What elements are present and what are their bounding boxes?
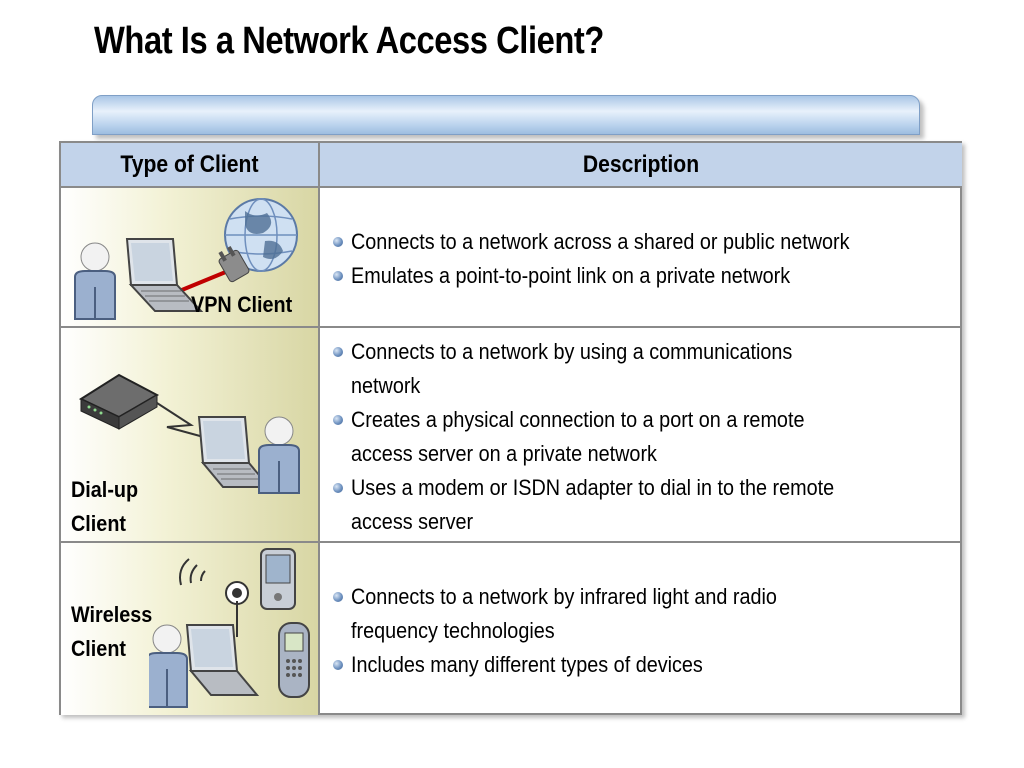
header-description: Description bbox=[320, 143, 962, 188]
mobile-phone-icon bbox=[278, 622, 310, 698]
wireless-client-illustration bbox=[149, 548, 310, 708]
desc-cell-vpn: Connects to a network across a shared or… bbox=[331, 225, 951, 293]
header-type-of-client: Type of Client bbox=[61, 143, 320, 188]
row-divider bbox=[61, 541, 962, 543]
phone-line bbox=[156, 402, 212, 440]
bullet-item: Connects to a network by using a communi… bbox=[331, 335, 951, 403]
laptop-icon bbox=[125, 238, 204, 312]
user-figure-icon bbox=[258, 416, 300, 494]
type-label-dialup-line2: Client bbox=[71, 511, 127, 536]
user-figure-icon bbox=[74, 242, 116, 320]
bullet-item: Connects to a network by infrared light … bbox=[331, 580, 951, 648]
slide-title: What Is a Network Access Client? bbox=[94, 20, 604, 62]
laptop-icon bbox=[197, 416, 272, 488]
plug-icon bbox=[218, 246, 250, 283]
client-types-table: Type of Client Description bbox=[59, 141, 962, 715]
type-label-wireless-line2: Client bbox=[71, 636, 127, 661]
bullet-item: Creates a physical connection to a port … bbox=[331, 403, 951, 471]
bullet-icon bbox=[333, 415, 343, 425]
bullet-icon bbox=[333, 592, 343, 602]
pda-icon bbox=[260, 548, 296, 610]
decorative-header-bar bbox=[92, 95, 920, 135]
bullet-item: Connects to a network across a shared or… bbox=[331, 225, 951, 259]
antenna-icon bbox=[225, 581, 249, 637]
user-figure-icon bbox=[149, 624, 188, 708]
bullet-item: Uses a modem or ISDN adapter to dial in … bbox=[331, 471, 951, 539]
type-label-wireless-line1: Wireless bbox=[71, 602, 153, 627]
bullet-item: Includes many different types of devices bbox=[331, 648, 951, 682]
bullet-icon bbox=[333, 660, 343, 670]
type-label-vpn: VPN Client bbox=[191, 292, 293, 317]
radio-waves-icon bbox=[179, 558, 206, 586]
laptop-icon bbox=[185, 624, 260, 696]
dialup-client-illustration bbox=[78, 373, 300, 494]
row-divider bbox=[61, 326, 962, 328]
desc-cell-wireless: Connects to a network by infrared light … bbox=[331, 580, 951, 682]
vpn-client-illustration bbox=[74, 198, 298, 320]
bullet-icon bbox=[333, 347, 343, 357]
bullet-icon bbox=[333, 483, 343, 493]
bullet-icon bbox=[333, 271, 343, 281]
desc-cell-dialup: Connects to a network by using a communi… bbox=[331, 335, 951, 539]
bullet-item: Emulates a point-to-point link on a priv… bbox=[331, 259, 951, 293]
bullet-icon bbox=[333, 237, 343, 247]
type-label-dialup-line1: Dial-up bbox=[71, 477, 139, 502]
modem-icon bbox=[78, 373, 160, 430]
